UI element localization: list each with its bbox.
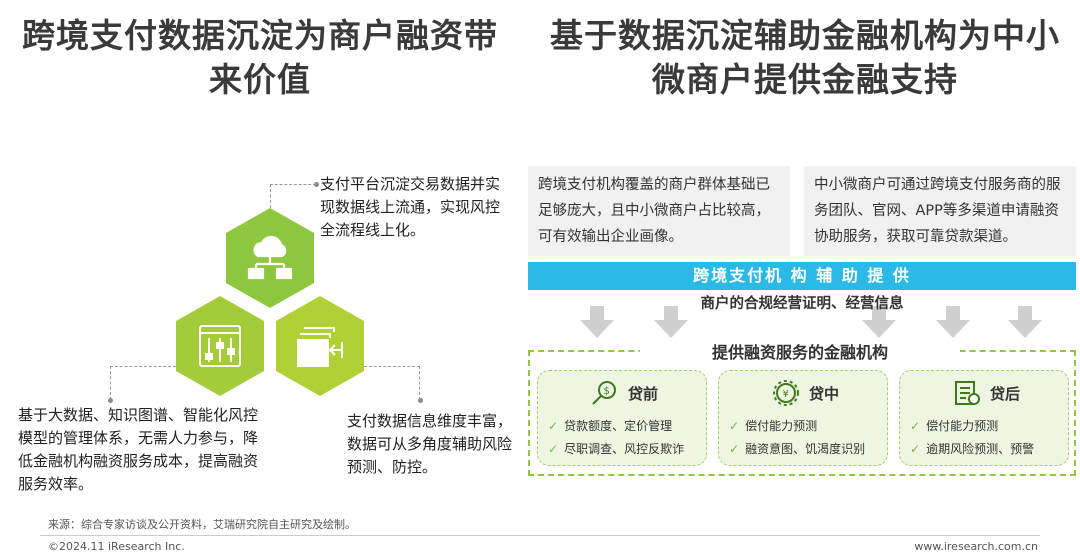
connector-right: [364, 366, 420, 400]
down-arrow-icon: [936, 306, 970, 338]
risk-prediction-text: 支付数据信息维度丰富，数据可从多角度辅助风险预测、防控。: [347, 412, 513, 476]
check-icon: ✓: [548, 442, 559, 456]
gear-money-icon: ¥: [772, 380, 799, 406]
financing-channel-box: 中小微商户可通过跨境支付服务商的服务团队、官网、APP等多渠道申请融资协助服务，…: [804, 166, 1076, 256]
payment-institution-banner: 跨境支付机 构 辅 助 提 供: [528, 262, 1076, 290]
right-title: 基于数据沉淀辅助金融机构为中小微商户提供金融支持: [550, 16, 1060, 99]
hexagon-data-input: [276, 296, 364, 396]
footer-divider: [40, 535, 1040, 536]
card-header: 贷后: [926, 377, 1046, 409]
left-title: 跨境支付数据沉淀为商户融资带来价值: [22, 16, 498, 99]
down-arrow-icon: [580, 306, 614, 338]
copyright: ©2024.11 iResearch Inc.: [48, 540, 185, 553]
connector-dot: [314, 182, 319, 187]
card-title: 贷中: [808, 384, 839, 403]
svg-text:$: $: [603, 386, 609, 397]
check-icon: ✓: [548, 419, 559, 433]
card-title: 贷后: [989, 384, 1020, 403]
list-item: ✓贷款额度、定价管理: [548, 419, 673, 433]
merchant-base-box: 跨境支付机构覆盖的商户群体基础已足够庞大，且中小微商户占比较高，可有效输出企业画…: [528, 166, 790, 256]
connector-top: [270, 184, 316, 208]
connector-left: [110, 366, 176, 400]
risk-model-text: 基于大数据、知识图谱、智能化风控模型的管理体系，无需人力参与，降低金融机构融资服…: [18, 406, 259, 493]
down-arrow-icon: [862, 306, 896, 338]
pre-loan-card: $ 贷前 ✓贷款额度、定价管理 ✓尽职调查、风控反欺诈: [537, 370, 707, 466]
card-items: ✓贷款额度、定价管理 ✓尽职调查、风控反欺诈: [548, 415, 704, 461]
bank-document-icon: [954, 381, 980, 405]
card-header: ¥ 贷中: [745, 377, 865, 409]
down-arrow-icon: [654, 306, 688, 338]
hexagon-control-panel: [176, 296, 264, 396]
check-icon: ✓: [729, 442, 740, 456]
card-header: $ 贷前: [564, 377, 684, 409]
magnifier-money-icon: $: [592, 381, 616, 405]
data-flow-text: 支付平台沉淀交易数据并实现数据线上流通，实现风控全流程线上化。: [320, 175, 501, 239]
list-item: ✓偿付能力预测: [729, 419, 818, 433]
hexagon-cloud: [226, 208, 314, 308]
down-arrow-icon: [1008, 306, 1042, 338]
control-panel-icon: [199, 325, 241, 367]
card-items: ✓偿付能力预测 ✓逾期风险预测、预警: [910, 415, 1066, 461]
list-item: ✓尽职调查、风控反欺诈: [548, 442, 685, 456]
card-title: 贷前: [627, 384, 658, 403]
connector-dot: [418, 398, 423, 403]
compliance-info-label: 商户的合规经营证明、经营信息: [700, 296, 904, 312]
svg-text:¥: ¥: [782, 389, 788, 400]
data-input-icon: [297, 327, 343, 367]
post-loan-card: 贷后 ✓偿付能力预测 ✓逾期风险预测、预警: [899, 370, 1069, 466]
financial-institution-title: 提供融资服务的金融机构: [640, 342, 960, 364]
check-icon: ✓: [910, 442, 921, 456]
cloud-network-icon: [247, 235, 293, 280]
source-note: 来源：综合专家访谈及公开资料，艾瑞研究院自主研究及绘制。: [48, 518, 356, 531]
list-item: ✓偿付能力预测: [910, 419, 999, 433]
connector-dot: [108, 398, 113, 403]
card-items: ✓偿付能力预测 ✓融资意图、饥渴度识别: [729, 415, 885, 461]
check-icon: ✓: [729, 419, 740, 433]
list-item: ✓融资意图、饥渴度识别: [729, 442, 866, 456]
check-icon: ✓: [910, 419, 921, 433]
website-link[interactable]: www.iresearch.com.cn: [914, 540, 1038, 553]
in-loan-card: ¥ 贷中 ✓偿付能力预测 ✓融资意图、饥渴度识别: [718, 370, 888, 466]
list-item: ✓逾期风险预测、预警: [910, 442, 1035, 456]
